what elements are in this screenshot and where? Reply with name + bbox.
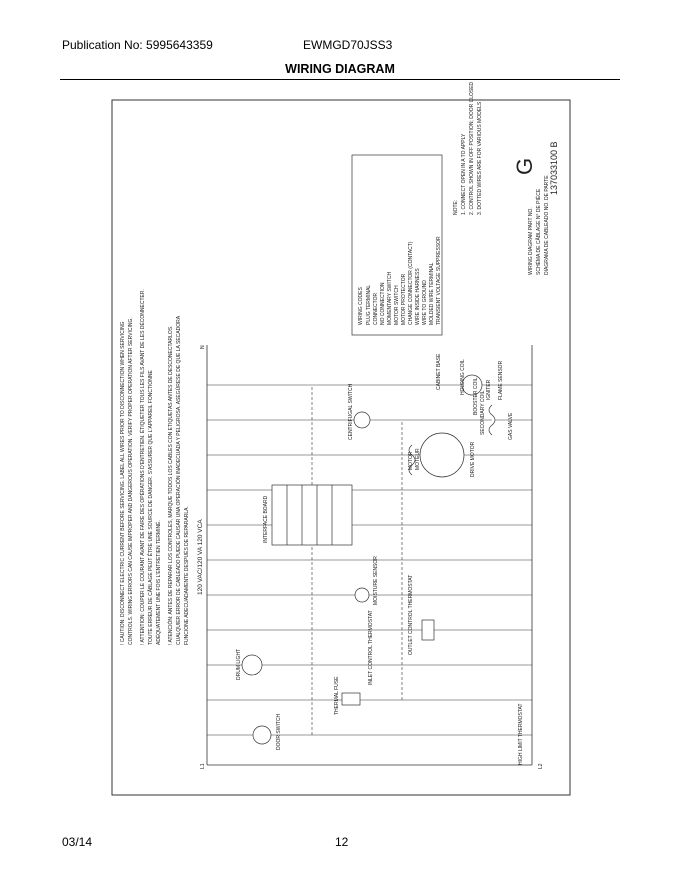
legend-item: MOLDED WIRE TERMINAL (429, 262, 435, 325)
caution-line: ! CAUTION: DISCONNECT ELECTRIC CURRENT B… (120, 321, 126, 645)
label-door-switch: DOOR SWITCH (276, 714, 282, 750)
label-flame-sensor: FLAME SENSOR (498, 360, 504, 400)
label-thermal-fuse: THERMAL FUSE (334, 676, 340, 715)
schematic-title: WIRING DIAGRAM PART NO. (528, 207, 534, 275)
label-moisture-sensor: MOISTURE SENSOR (373, 556, 379, 605)
label-interface-board: INTERFACE BOARD (263, 495, 269, 543)
model-number: EWMGD70JSS3 (303, 38, 393, 52)
header-rule (60, 79, 620, 80)
label-centrifugal-switch: CENTRIFUGAL SWITCH (348, 383, 354, 440)
label-igniter: IGNITER (486, 379, 492, 400)
caution-line: FUNCIONE ADECUADAMENTE DESPUÉS DE REPARA… (183, 506, 190, 645)
voltage-label: 120 VAC/120 VA 120 VCA (197, 519, 204, 595)
legend-box: WIRING CODES PLUG TERMINAL CONNECTOR NO … (351, 154, 443, 336)
diagram-content: ! CAUTION: DISCONNECT ELECTRIC CURRENT B… (120, 81, 559, 769)
caution-line: CUALQUIER ERROR DE CABLEADO PUEDE CAUSAR… (175, 315, 182, 645)
caution-line: ADÉQUATEMENT UNE FOIS L'ENTRETIEN TERMIN… (155, 520, 162, 645)
caution-line: ! ATENCIÓN: ANTES DE REPARAR LOS CONTROL… (167, 325, 174, 645)
components (241, 374, 496, 745)
footer-date: 03/14 (62, 835, 93, 849)
legend-item: MOTOR PROTECTOR (401, 273, 407, 325)
note-line: 1. CONNECT OPEN IN A TO APPLY (461, 133, 467, 215)
title-block: WIRING DIAGRAM PART NO. SCHÉMA DE CÂBLAG… (512, 141, 559, 275)
legend-item: WIRE TO GROUND (422, 280, 428, 325)
label-outlet-thermostat: OUTLET CONTROL THERMOSTAT (408, 575, 414, 655)
legend-item: TRANSIENT VOLTAGE SUPPRESSOR (436, 236, 442, 325)
caution-line: TOUTE ERREUR DE CÂBLAGE PEUT ÊTRE UNE SO… (146, 370, 154, 645)
label-drive-motor: DRIVE MOTOR (470, 441, 476, 477)
component-labels: L1 N L2 MOTOR MOTEUR DRUM LIGHT DOOR SWI… (200, 345, 544, 769)
legend-item: NO CONNECTION (380, 282, 386, 325)
legend-item: PLUG TERMINAL (366, 285, 372, 325)
schematic-title-fr: SCHÉMA DE CÂBLAGE N° DE PIÈCE (535, 188, 542, 275)
label-l1: L1 (200, 763, 206, 769)
label-high-limit: HIGH LIMIT THERMOSTAT (518, 703, 524, 765)
caution-line: CONTROLS. WIRING ERRORS CAN CAUSE IMPROP… (128, 317, 134, 645)
caution-block: ! CAUTION: DISCONNECT ELECTRIC CURRENT B… (120, 289, 190, 645)
legend-item: MOMENTARY SWITCH (387, 272, 393, 325)
publication-number: Publication No: 5995643359 (62, 38, 213, 52)
part-number: 137033100 B (549, 141, 559, 195)
notes-block: NOTE: 1. CONNECT OPEN IN A TO APPLY 2. C… (453, 81, 483, 215)
legend-item: CONNECTOR (373, 292, 379, 325)
page-title: WIRING DIAGRAM (285, 62, 395, 76)
page-number: 12 (335, 835, 349, 849)
legend-title: WIRING CODES (358, 287, 364, 325)
legend-item: WIRE INSIDE HARNESS (415, 268, 421, 325)
label-cabinet-base: CABINET BASE (436, 353, 442, 390)
caution-line: ! ATTENTION: COUPER LE COURANT AVANT DE … (139, 289, 146, 645)
label-gas-valve: GAS VALVE (508, 412, 514, 440)
label-secondary-coil: SECONDARY COIL (480, 390, 486, 435)
diagram-frame (111, 99, 571, 796)
label-motor: MOTOR (408, 451, 414, 470)
label-drum-light: DRUM LIGHT (236, 649, 242, 680)
note-line: 3. DOTTED WIRES ARE FOR VARIOUS MODELS (477, 101, 483, 215)
wiring-branches (207, 384, 532, 736)
label-moteur: MOTEUR (415, 448, 421, 470)
schematic-title-es: DIAGRAMA DE CABLEADO NO. DE PARTE (544, 175, 550, 275)
label-n: N (200, 345, 206, 349)
label-l2: L2 (538, 763, 544, 769)
revision-letter: G (512, 158, 537, 175)
notes-title: NOTE: (453, 200, 459, 215)
label-holding-coil: HOLDING COIL (460, 359, 466, 395)
label-booster-coil: BOOSTER COIL (473, 377, 479, 415)
note-line: 2. CONTROL SHOWN IN OFF POSITION; DOOR C… (469, 81, 475, 215)
main-rails (206, 345, 533, 766)
label-inlet-thermostat: INLET CONTROL THERMOSTAT (368, 610, 374, 685)
legend-item: MOTOR SWITCH (394, 285, 400, 325)
legend-item: CHANGE CONNECTOR (CONTACT) (408, 241, 414, 325)
